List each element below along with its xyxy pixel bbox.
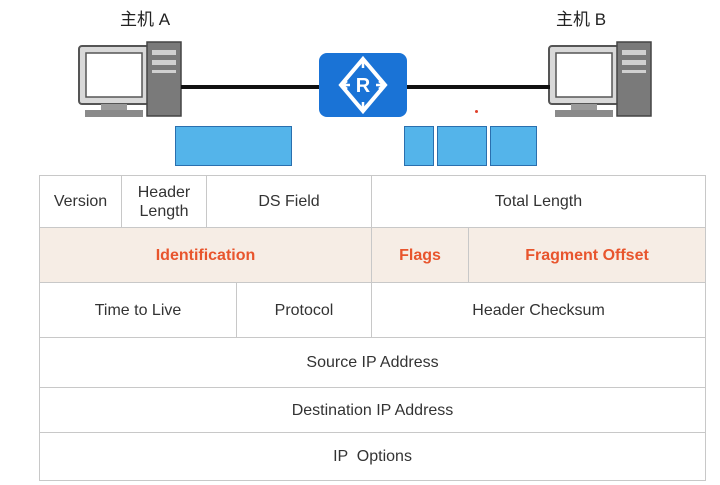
- packet-fragment-1: [404, 126, 434, 166]
- header-row-6: IP Options: [38, 432, 707, 481]
- ip-header-table: Version Header Length DS Field Total Len…: [38, 175, 707, 481]
- header-row-4: Source IP Address: [38, 337, 707, 388]
- packet-fragment-3: [490, 126, 537, 166]
- host-b-label: 主机 B: [556, 10, 607, 29]
- host-b-computer-icon: [548, 41, 652, 117]
- link-router-to-b: [405, 85, 550, 89]
- header-row-3: Time to Live Protocol Header Checksum: [39, 282, 707, 338]
- ttl-field: Time to Live: [39, 282, 237, 338]
- flags-field: Flags: [371, 227, 470, 283]
- router: R: [319, 53, 407, 117]
- host-a-computer-icon: [78, 41, 182, 117]
- header-checksum-field: Header Checksum: [371, 282, 707, 338]
- identification-field: Identification: [38, 227, 373, 283]
- router-icon: R: [338, 55, 388, 115]
- destination-ip-field: Destination IP Address: [38, 387, 707, 433]
- header-row-1: Version Header Length DS Field Total Len…: [39, 175, 707, 228]
- header-length-field: Header Length: [121, 175, 207, 228]
- packet-fragment-2: [437, 126, 487, 166]
- fragment-offset-field: Fragment Offset: [468, 227, 707, 283]
- protocol-field: Protocol: [235, 282, 373, 338]
- source-ip-field: Source IP Address: [38, 337, 707, 388]
- link-a-to-router: [181, 85, 321, 89]
- original-packet: [175, 126, 292, 166]
- header-row-5: Destination IP Address: [38, 387, 707, 433]
- total-length-field: Total Length: [371, 175, 707, 228]
- header-row-2: Identification Flags Fragment Offset: [38, 227, 707, 283]
- router-label: R: [356, 75, 371, 97]
- host-a-label: 主机 A: [120, 10, 171, 29]
- ds-field: DS Field: [205, 175, 373, 228]
- ip-options-field: IP Options: [38, 432, 707, 481]
- marker-dot: [475, 110, 478, 113]
- version-field: Version: [39, 175, 122, 228]
